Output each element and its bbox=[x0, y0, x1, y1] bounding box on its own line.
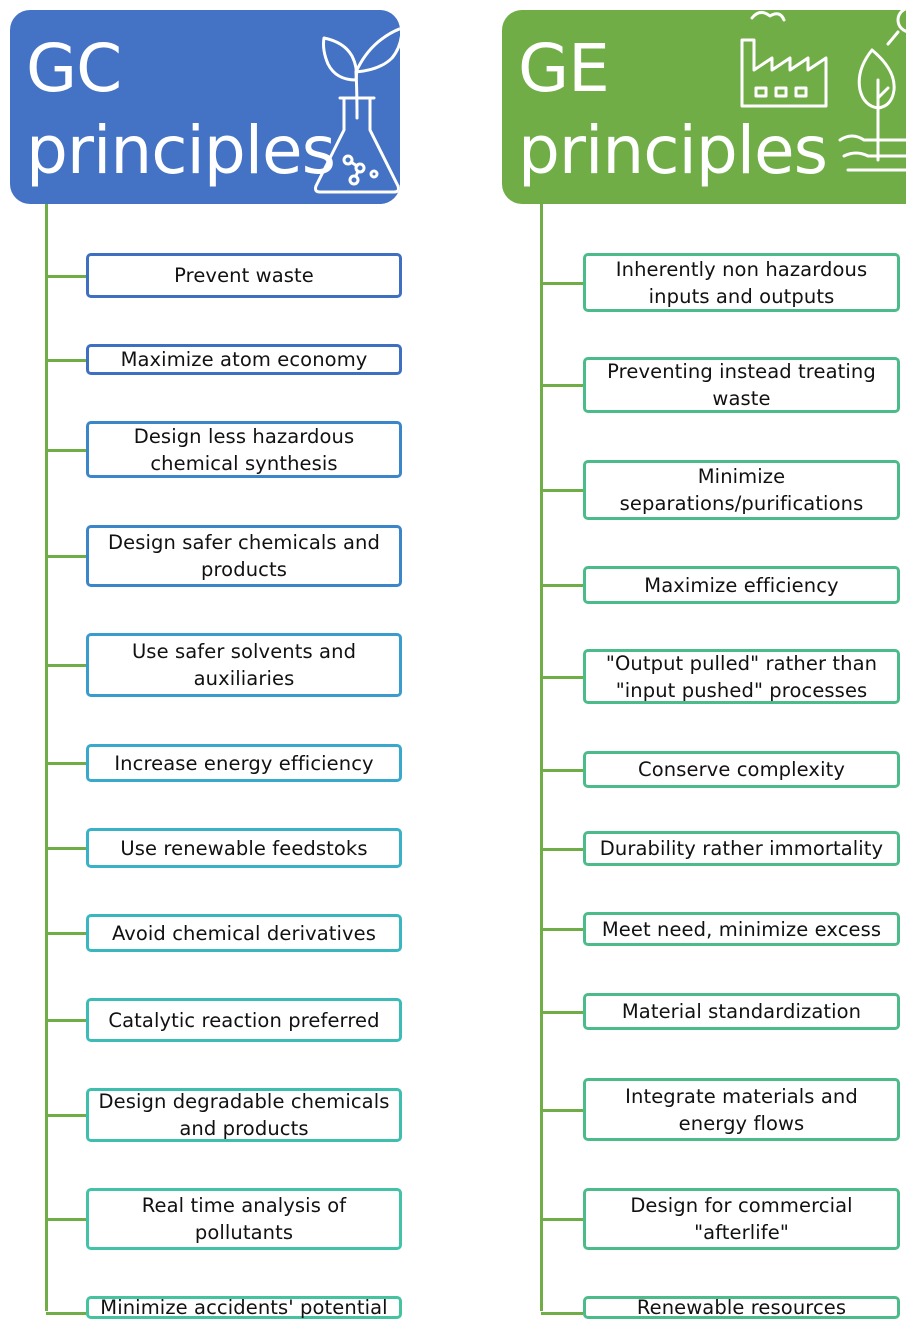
gc-branch-line bbox=[46, 762, 86, 765]
gc-title-line2: principles bbox=[26, 112, 336, 189]
gc-branch-line bbox=[46, 1114, 86, 1117]
gc-principle-box: Design safer chemicals and products bbox=[86, 525, 402, 587]
ge-branch-line bbox=[541, 848, 583, 851]
ge-branch-line bbox=[541, 1109, 583, 1112]
ge-branch-line bbox=[541, 769, 583, 772]
gc-principle-box: Use renewable feedstoks bbox=[86, 828, 402, 868]
ge-principle-box: Renewable resources bbox=[583, 1296, 900, 1319]
ge-principle-box: Conserve complexity bbox=[583, 751, 900, 788]
gc-branch-line bbox=[46, 664, 86, 667]
ge-principle-box: Preventing instead treating waste bbox=[583, 357, 900, 413]
ge-header: GE principles bbox=[502, 10, 906, 204]
gc-branch-line bbox=[46, 1312, 86, 1315]
ge-branch-line bbox=[541, 282, 583, 285]
ge-branch-line bbox=[541, 928, 583, 931]
factory-and-plant-icon bbox=[740, 10, 906, 172]
gc-branch-line bbox=[46, 449, 86, 452]
ge-branch-line bbox=[541, 489, 583, 492]
ge-principle-box: Material standardization bbox=[583, 993, 900, 1030]
gc-principle-box: Avoid chemical derivatives bbox=[86, 914, 402, 952]
ge-branch-line bbox=[541, 1218, 583, 1221]
ge-principle-box: Minimize separations/purifications bbox=[583, 460, 900, 520]
gc-branch-line bbox=[46, 1218, 86, 1221]
ge-principle-box: Design for commercial "afterlife" bbox=[583, 1188, 900, 1250]
gc-principle-box: Prevent waste bbox=[86, 253, 402, 298]
ge-branch-line bbox=[541, 1312, 583, 1315]
ge-principle-box: Integrate materials and energy flows bbox=[583, 1078, 900, 1141]
gc-branch-line bbox=[46, 847, 86, 850]
ge-principle-box: Inherently non hazardous inputs and outp… bbox=[583, 253, 900, 312]
ge-principle-box: Durability rather immortality bbox=[583, 831, 900, 866]
gc-principle-box: Increase energy efficiency bbox=[86, 744, 402, 782]
gc-branch-line bbox=[46, 555, 86, 558]
gc-header: GC principles bbox=[10, 10, 400, 204]
ge-branch-line bbox=[541, 676, 583, 679]
ge-principle-box: Maximize efficiency bbox=[583, 566, 900, 604]
ge-branch-line bbox=[541, 584, 583, 587]
gc-branch-line bbox=[46, 275, 86, 278]
gc-branch-line bbox=[46, 359, 86, 362]
ge-connector-trunk bbox=[540, 204, 543, 1311]
gc-principle-box: Design degradable chemicals and products bbox=[86, 1088, 402, 1142]
ge-branch-line bbox=[541, 384, 583, 387]
gc-principle-box: Design less hazardous chemical synthesis bbox=[86, 421, 402, 478]
gc-principle-box: Maximize atom economy bbox=[86, 344, 402, 375]
ge-principle-box: Meet need, minimize excess bbox=[583, 912, 900, 946]
ge-title-line2: principles bbox=[518, 112, 828, 189]
ge-principle-box: "Output pulled" rather than "input pushe… bbox=[583, 649, 900, 704]
gc-title: GC principles bbox=[26, 28, 336, 192]
ge-branch-line bbox=[541, 1011, 583, 1014]
gc-title-line1: GC bbox=[26, 30, 122, 107]
gc-principle-box: Use safer solvents and auxiliaries bbox=[86, 633, 402, 697]
ge-title: GE principles bbox=[518, 28, 828, 192]
gc-principle-box: Catalytic reaction preferred bbox=[86, 998, 402, 1042]
gc-branch-line bbox=[46, 1019, 86, 1022]
gc-branch-line bbox=[46, 932, 86, 935]
ge-title-line1: GE bbox=[518, 30, 610, 107]
gc-connector-trunk bbox=[45, 204, 48, 1311]
flask-with-plant-icon bbox=[314, 27, 400, 194]
gc-principle-box: Minimize accidents' potential bbox=[86, 1296, 402, 1319]
gc-principle-box: Real time analysis of pollutants bbox=[86, 1188, 402, 1250]
